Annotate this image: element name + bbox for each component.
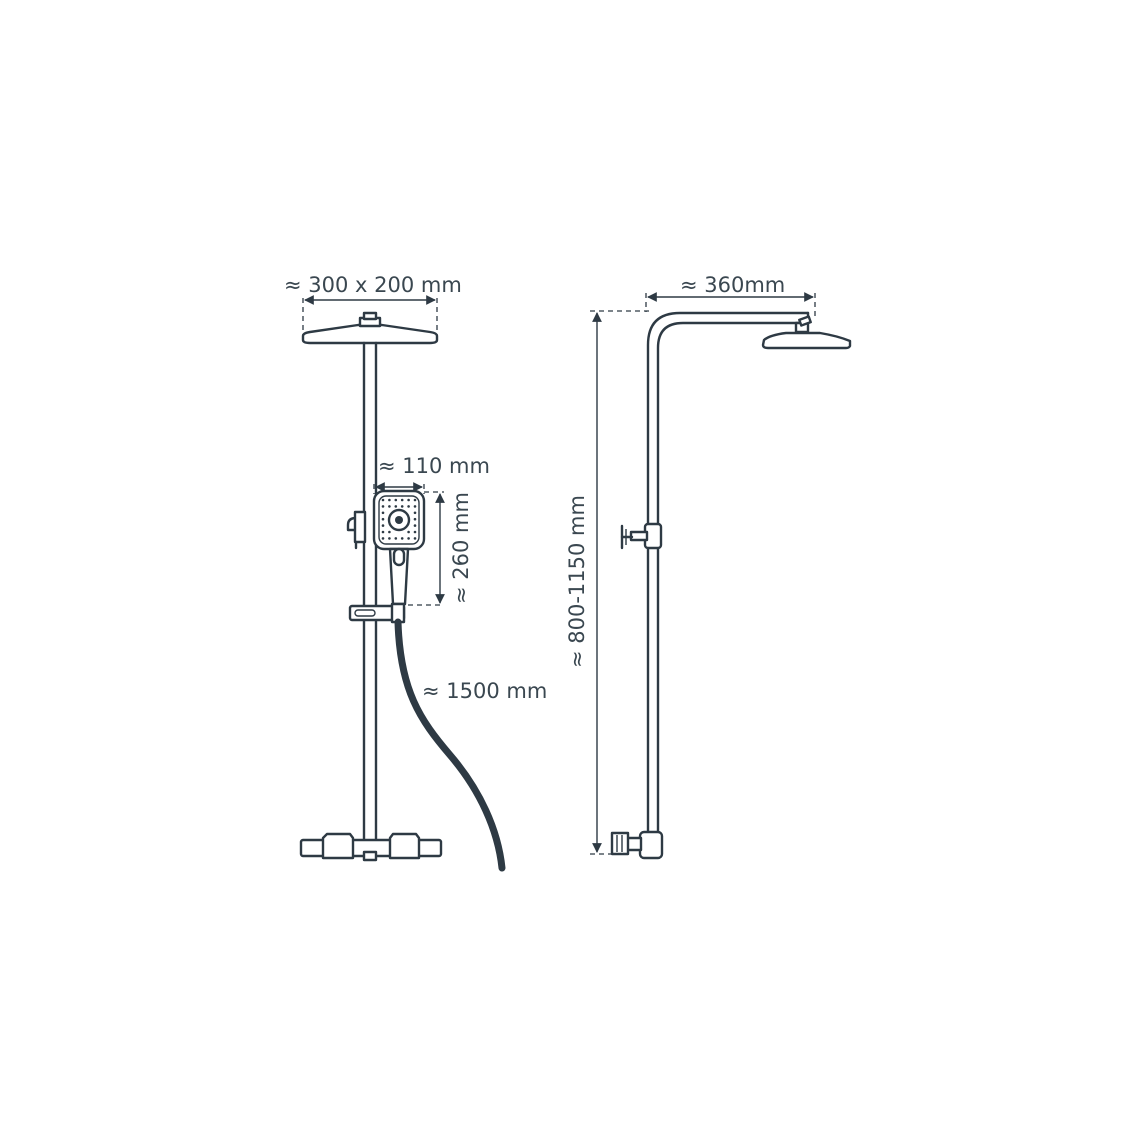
nozzle-dot <box>407 498 410 502</box>
thermostat-mixer <box>299 832 443 862</box>
height-range-dimension: ≈ 800-1150 mm <box>565 310 650 855</box>
nozzle-dot <box>381 517 385 521</box>
riser-with-arm <box>646 311 810 840</box>
nozzle-dot <box>381 530 385 534</box>
nozzle-dot <box>400 537 404 540</box>
nozzle-dot <box>381 524 385 527</box>
shower-hose <box>394 618 506 872</box>
nozzle-dot <box>394 505 398 508</box>
nozzle-dot <box>407 505 410 508</box>
head-dimension-label: ≈ 300 x 200 mm <box>284 273 462 297</box>
handshower-length-label: ≈ 260 mm <box>449 492 473 604</box>
arm-reach-dimension: ≈ 360mm <box>645 273 816 320</box>
nozzle-dot <box>381 505 385 508</box>
nozzle-dot <box>394 537 398 540</box>
nozzle-dot <box>381 537 385 540</box>
nozzle-dot <box>413 517 417 521</box>
nozzle-dot <box>413 524 417 527</box>
side-view: ≈ 360mm ≈ 800-1150 mm <box>565 273 852 860</box>
front-view: ≈ 300 x 200 mm <box>284 273 547 872</box>
handshower-width-dimension: ≈ 110 mm <box>373 454 490 494</box>
nozzle-dot <box>400 505 404 508</box>
nozzle-dot <box>413 505 417 508</box>
nozzle-dot <box>400 498 404 502</box>
nozzle-dot <box>388 537 391 540</box>
arm-reach-label: ≈ 360mm <box>680 273 785 297</box>
nozzle-dot <box>407 530 410 534</box>
slide-bar-connector <box>348 602 406 624</box>
hand-shower <box>372 489 426 606</box>
side-handshower-holder <box>620 522 663 550</box>
nozzle-dot <box>388 505 391 508</box>
handshower-holder <box>346 510 367 550</box>
side-rain-shower-head <box>761 315 852 350</box>
nozzle-dot <box>388 530 391 534</box>
nozzle-dot <box>413 511 417 515</box>
nozzle-dot <box>413 537 417 540</box>
side-mixer-valve <box>610 830 664 860</box>
nozzle-pattern <box>381 498 417 540</box>
handshower-length-dimension: ≈ 260 mm <box>408 491 473 606</box>
nozzle-dot <box>413 498 417 502</box>
nozzle-dot <box>388 498 391 502</box>
hose-length-label: ≈ 1500 mm <box>422 679 547 703</box>
nozzle-dot <box>381 498 385 502</box>
rain-shower-head <box>301 311 439 345</box>
nozzle-dot <box>394 498 398 502</box>
height-range-label: ≈ 800-1150 mm <box>565 495 589 668</box>
handshower-width-label: ≈ 110 mm <box>378 454 490 478</box>
nozzle-dot <box>381 511 385 515</box>
nozzle-dot <box>413 530 417 534</box>
nozzle-dot <box>407 537 410 540</box>
head-width-dimension: ≈ 300 x 200 mm <box>284 273 462 336</box>
riser-rail <box>362 341 378 842</box>
